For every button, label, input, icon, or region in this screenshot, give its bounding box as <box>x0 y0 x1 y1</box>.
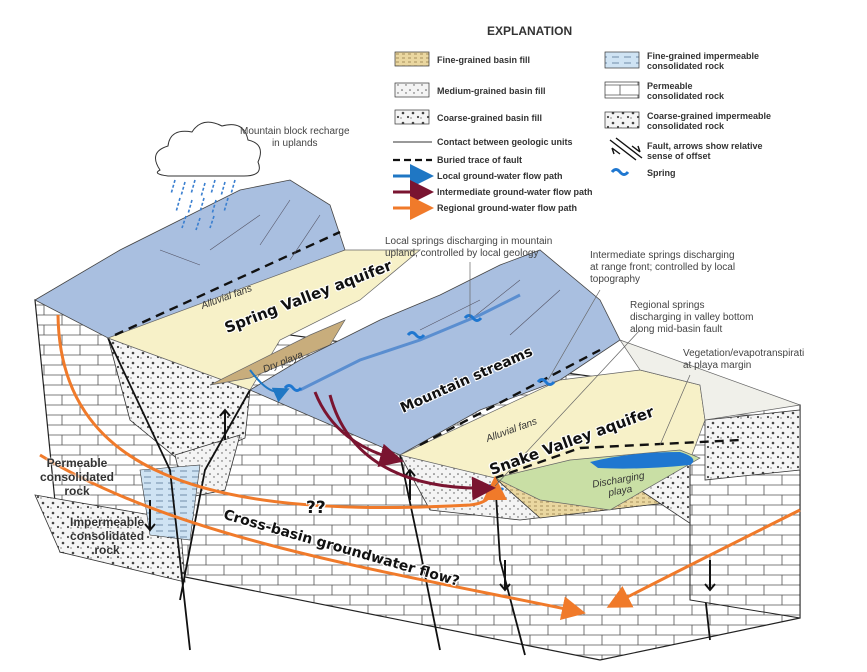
legend-fault-line2: sense of offset <box>647 151 763 161</box>
coarse-basin-fill-swatch <box>395 110 429 124</box>
legend-intermediate-flow: Intermediate ground-water flow path <box>437 187 593 197</box>
legend-permeable-rock-line2: consolidated rock <box>647 91 724 101</box>
legend-coarse-basin-fill: Coarse-grained basin fill <box>437 113 542 123</box>
permeable-rock-swatch <box>605 82 639 98</box>
coarse-impermeable-swatch <box>605 112 639 128</box>
legend-fine-basin-fill: Fine-grained basin fill <box>437 55 530 65</box>
legend-coarse-impermeable-line1: Coarse-grained impermeable <box>647 111 771 121</box>
question-marks-callout: ?? <box>306 498 326 518</box>
legend-title: EXPLANATION <box>487 24 572 38</box>
legend-medium-basin-fill: Medium-grained basin fill <box>437 86 546 96</box>
fine-basin-fill-swatch <box>395 52 429 66</box>
legend-fine-impermeable-line2: consolidated rock <box>647 61 724 71</box>
legend-spring: Spring <box>647 168 676 178</box>
fine-impermeable-swatch <box>605 52 639 68</box>
legend-swatches <box>393 52 642 208</box>
intermediate-springs-annotation: Intermediate springs discharging at rang… <box>590 250 735 286</box>
vegetation-annotation: Vegetation/evapotranspirati at playa mar… <box>683 348 804 372</box>
legend-permeable-rock-line1: Permeable <box>647 81 724 91</box>
local-springs-annotation: Local springs discharging in mountain up… <box>385 236 552 260</box>
legend-fault: Fault, arrows show relative sense of off… <box>647 141 763 161</box>
regional-springs-annotation: Regional springs discharging in valley b… <box>630 300 753 336</box>
legend-local-flow: Local ground-water flow path <box>437 171 563 181</box>
legend-permeable-rock: Permeable consolidated rock <box>647 81 724 101</box>
recharge-annotation: Mountain block recharge in uplands <box>240 126 350 150</box>
legend-fine-impermeable: Fine-grained impermeable consolidated ro… <box>647 51 817 61</box>
legend-regional-flow: Regional ground-water flow path <box>437 203 577 213</box>
legend-contact: Contact between geologic units <box>437 137 573 147</box>
legend-fine-impermeable-text: Fine-grained impermeable consolidated ro… <box>647 51 817 61</box>
legend-fault-line1: Fault, arrows show relative <box>647 141 763 151</box>
permeable-rock-label: Permeable consolidated rock <box>40 456 114 498</box>
fault-arrows-icon <box>610 138 642 160</box>
medium-basin-fill-swatch <box>395 83 429 97</box>
legend-buried-fault: Buried trace of fault <box>437 155 522 165</box>
impermeable-rock-label: Impermeable consolidated rock <box>70 515 144 557</box>
legend-coarse-impermeable: Coarse-grained impermeable consolidated … <box>647 111 771 131</box>
legend-coarse-impermeable-line2: consolidated rock <box>647 121 771 131</box>
spring-symbol-icon <box>612 170 628 175</box>
